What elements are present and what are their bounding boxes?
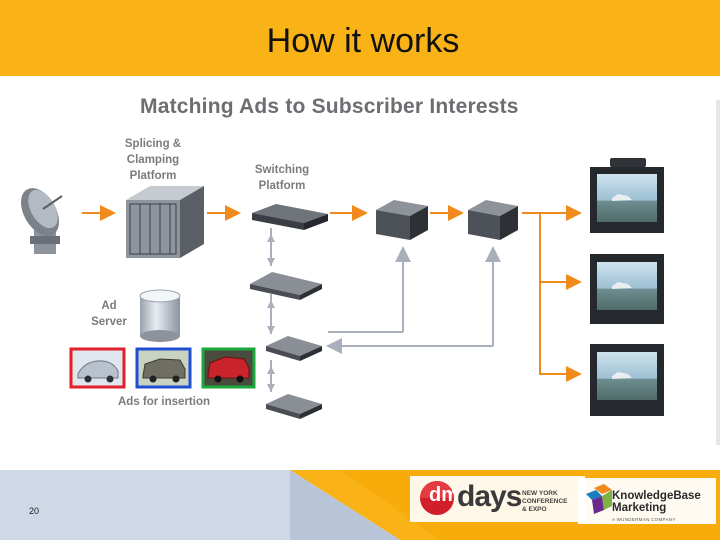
dm-tagline-line-1: NEW YORK <box>522 490 558 497</box>
television-3-icon <box>590 344 664 416</box>
page-number: 20 <box>29 506 40 516</box>
diagram-title: Matching Ads to Subscriber Interests <box>140 95 519 118</box>
switching-platform-label: Switching Platform <box>254 164 310 192</box>
set-top-box-1-icon <box>376 200 428 240</box>
dm-tagline-line-2: CONFERENCE <box>522 498 568 505</box>
knowledgebase-logo-mark <box>586 484 612 514</box>
ad-thumbnail-red <box>69 347 126 389</box>
dm-tagline: NEW YORK CONFERENCE & EXPO <box>522 490 568 514</box>
slide-title: How it works <box>266 22 460 60</box>
ad-server-label: Ad Server <box>91 300 127 328</box>
set-top-box-2-icon <box>468 200 518 240</box>
switching-platform-icon <box>252 204 328 230</box>
footer-band-left <box>0 470 290 540</box>
switch-2-icon <box>250 272 322 300</box>
switch-3-icon <box>266 336 322 361</box>
television-2-icon <box>590 254 664 324</box>
splicing-rack-icon <box>126 186 204 258</box>
kb-logo-subtitle: A WUNDERMAN COMPANY <box>612 517 676 522</box>
dm-days-wordmark: days <box>457 480 522 513</box>
kb-logo-line-1: KnowledgeBase <box>612 490 701 502</box>
dm-days-logo-mark <box>420 481 454 515</box>
ad-thumbnail-blue <box>135 347 192 389</box>
ad-server-database-icon <box>139 289 181 342</box>
arrow-to-tv-2 <box>539 213 582 290</box>
knowledgebase-logo-text: KnowledgeBase Marketing <box>612 490 701 514</box>
television-1-icon <box>590 158 664 233</box>
splicing-platform-label: Splicing & Clamping Platform <box>124 138 182 182</box>
arrow-to-tv-3 <box>539 282 582 382</box>
ads-for-insertion-label: Ads for insertion <box>117 396 210 408</box>
footer-band-wedge <box>290 470 400 540</box>
dm-logo-mark-text: dm <box>429 484 459 506</box>
ad-thumbnail-green <box>201 347 256 389</box>
switch-4-icon <box>266 394 322 419</box>
satellite-dish-icon <box>21 188 63 254</box>
content-right-border <box>716 100 720 445</box>
header-bar: How it works <box>0 0 720 76</box>
kb-logo-line-2: Marketing <box>612 502 667 514</box>
dm-tagline-line-3: & EXPO <box>522 506 547 513</box>
